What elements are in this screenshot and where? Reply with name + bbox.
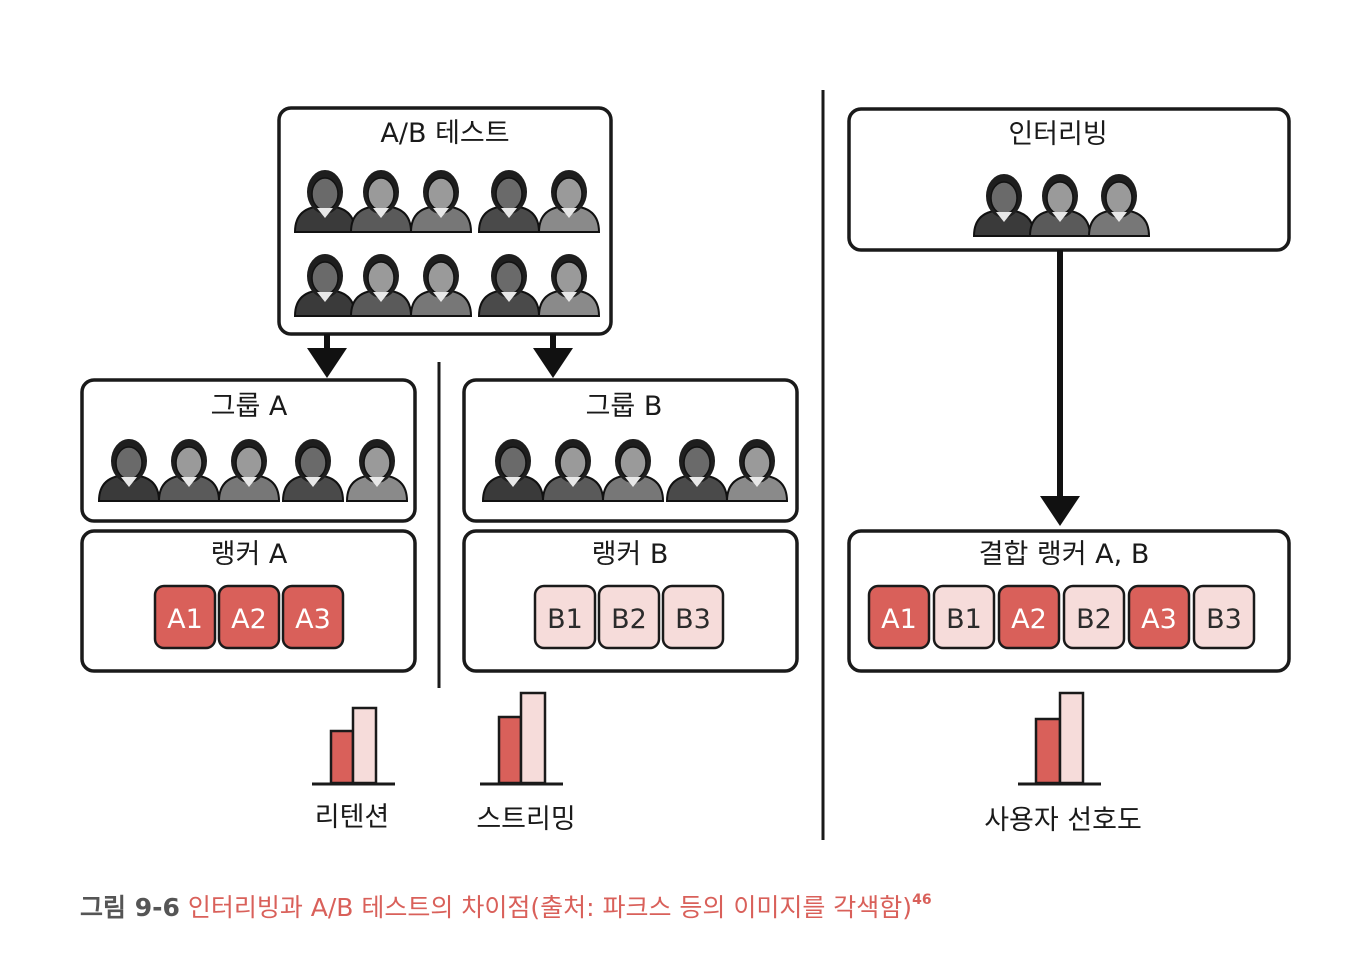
ab-test-people	[293, 170, 601, 317]
person-icon	[537, 170, 601, 233]
person-icon	[477, 254, 541, 317]
ranker-b-item-3: B3	[661, 584, 725, 650]
ranker-b-label: 랭커 B	[592, 539, 669, 570]
combined-item-3: A2	[997, 584, 1061, 650]
combined-item-4: B2	[1062, 584, 1126, 650]
metric-streaming-label: 스트리밍	[476, 804, 575, 835]
person-icon	[481, 439, 545, 502]
diagram: A/B 테스트 그룹 A 랭커 A A1 A2 A3 그룹 B	[80, 90, 1291, 840]
ranker-b-item-1: B1	[533, 584, 597, 650]
group-b-label: 그룹 B	[586, 391, 663, 422]
person-icon	[537, 254, 601, 317]
combined-item-1: A1	[867, 584, 931, 650]
combined-item-6: B3	[1192, 584, 1256, 650]
metric-preference-label: 사용자 선호도	[984, 805, 1142, 836]
person-icon	[293, 254, 357, 317]
person-icon	[349, 254, 413, 317]
ranker-b-box: 랭커 B B1 B2 B3	[462, 529, 799, 673]
group-a-label: 그룹 A	[211, 391, 288, 422]
person-icon	[157, 439, 221, 502]
ranker-a-label: 랭커 A	[211, 539, 288, 570]
group-b-box: 그룹 B	[462, 378, 799, 523]
interleaving-title: 인터리빙	[1008, 119, 1107, 150]
retention-chart-icon	[312, 706, 395, 786]
svg-text:B2: B2	[1076, 604, 1112, 635]
person-icon	[601, 439, 665, 502]
person-icon	[1028, 174, 1092, 237]
arrow-to-group-a	[307, 334, 347, 378]
ranker-b-item-2: B2	[597, 584, 661, 650]
person-icon	[293, 170, 357, 233]
person-icon	[1087, 174, 1151, 237]
svg-text:B2: B2	[611, 604, 647, 635]
svg-text:A3: A3	[295, 604, 331, 635]
ranker-a-item-3: A3	[281, 584, 345, 650]
ranker-a-item-1: A1	[153, 584, 217, 650]
figure-caption-text: 인터리빙과 A/B 테스트의 차이점(출처: 파크스 등의 이미지를 각색함)	[187, 893, 913, 922]
streaming-chart-icon	[480, 691, 563, 786]
ranker-a-item-2: A2	[217, 584, 281, 650]
preference-chart-icon	[1018, 691, 1101, 786]
group-b-people	[481, 439, 789, 502]
svg-text:B1: B1	[946, 604, 982, 635]
person-icon	[665, 439, 729, 502]
svg-text:A2: A2	[1011, 604, 1047, 635]
ranker-a-box: 랭커 A A1 A2 A3	[80, 529, 417, 673]
metric-retention-label: 리텐션	[315, 802, 390, 833]
person-icon	[281, 439, 345, 502]
person-icon	[97, 439, 161, 502]
svg-text:A2: A2	[231, 604, 267, 635]
person-icon	[349, 170, 413, 233]
person-icon	[972, 174, 1036, 237]
svg-text:A3: A3	[1141, 604, 1177, 635]
person-icon	[725, 439, 789, 502]
person-icon	[541, 439, 605, 502]
arrow-to-group-b	[533, 334, 573, 378]
person-icon	[477, 170, 541, 233]
combined-ranker-box: 결합 랭커 A, B A1 B1 A2 B2 A3 B3	[847, 529, 1291, 673]
figure-caption: 그림 9-6 인터리빙과 A/B 테스트의 차이점(출처: 파크스 등의 이미지…	[80, 888, 932, 924]
arrow-to-combined-ranker	[1040, 250, 1080, 526]
ab-test-title: A/B 테스트	[380, 118, 509, 149]
figure-number: 그림 9-6	[80, 893, 180, 922]
person-icon	[409, 170, 473, 233]
person-icon	[345, 439, 409, 502]
svg-text:A1: A1	[881, 604, 917, 635]
svg-text:B3: B3	[1206, 604, 1242, 635]
svg-text:B1: B1	[547, 604, 583, 635]
footnote-ref: 46	[912, 892, 932, 908]
person-icon	[409, 254, 473, 317]
svg-text:B3: B3	[675, 604, 711, 635]
svg-text:A1: A1	[167, 604, 203, 635]
group-a-box: 그룹 A	[80, 378, 417, 523]
interleaving-box: 인터리빙	[847, 107, 1291, 252]
interleaving-people	[972, 174, 1151, 237]
person-icon	[217, 439, 281, 502]
combined-item-2: B1	[932, 584, 996, 650]
combined-item-5: A3	[1127, 584, 1191, 650]
group-a-people	[97, 439, 409, 502]
ab-test-box: A/B 테스트	[277, 106, 613, 336]
combined-ranker-label: 결합 랭커 A, B	[979, 539, 1150, 570]
